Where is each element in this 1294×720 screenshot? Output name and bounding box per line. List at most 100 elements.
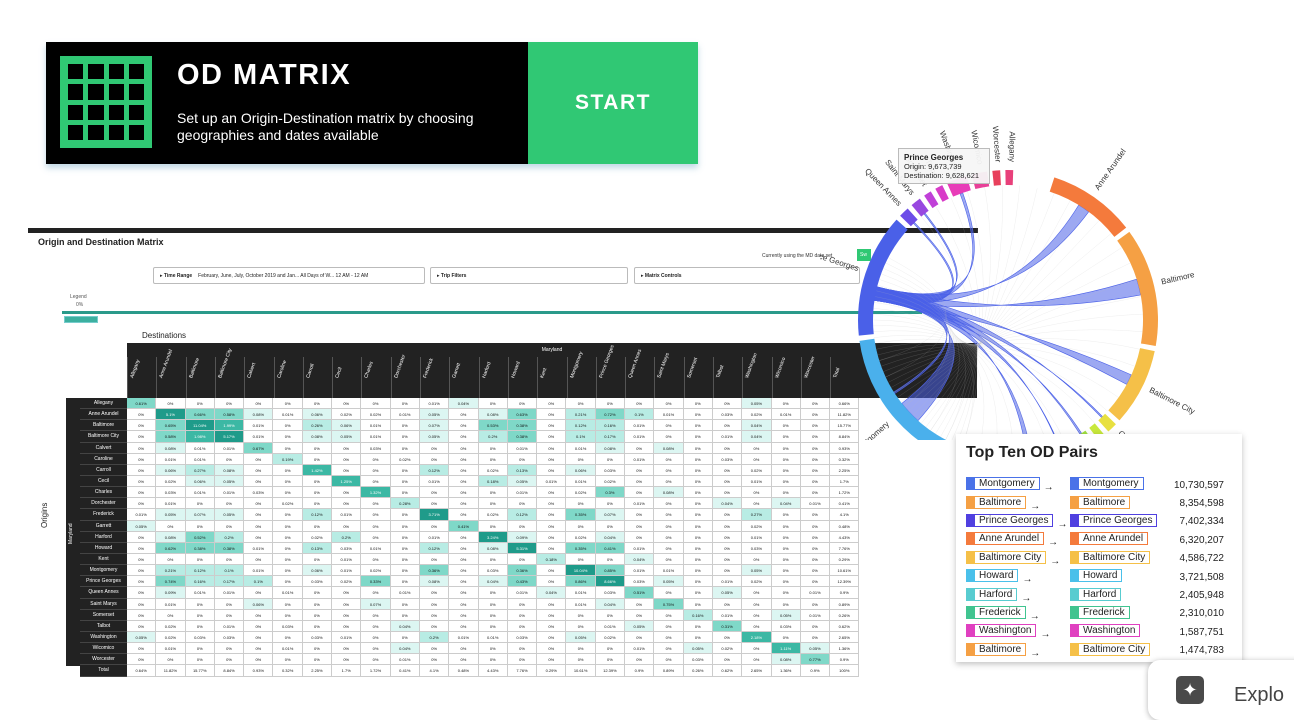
matrix-cell[interactable]: 0.62% bbox=[156, 542, 186, 554]
matrix-cell[interactable]: 0% bbox=[361, 587, 391, 599]
matrix-cell[interactable]: 0.12% bbox=[419, 542, 450, 554]
matrix-cell[interactable]: 0% bbox=[244, 631, 274, 644]
matrix-cell[interactable]: 0% bbox=[683, 487, 713, 499]
matrix-cell[interactable]: 0% bbox=[507, 398, 538, 410]
matrix-cell[interactable]: 0% bbox=[332, 609, 362, 621]
matrix-cell[interactable]: 0.16% bbox=[683, 609, 713, 621]
matrix-cell[interactable]: 1.11% bbox=[771, 643, 801, 655]
matrix-cell[interactable]: 3.24% bbox=[478, 531, 508, 543]
matrix-cell[interactable]: 0.77% bbox=[800, 654, 831, 666]
matrix-cell[interactable]: 0.1% bbox=[566, 431, 596, 443]
matrix-cell[interactable]: 0.75% bbox=[654, 598, 684, 610]
matrix-cell[interactable]: 0.04% bbox=[625, 553, 655, 566]
matrix-cell[interactable]: 0% bbox=[800, 453, 831, 465]
matrix-cell[interactable]: 0% bbox=[771, 598, 801, 610]
matrix-cell[interactable]: 11.04% bbox=[185, 420, 215, 432]
matrix-cell[interactable]: 0% bbox=[273, 475, 303, 488]
matrix-cell[interactable]: 0% bbox=[537, 464, 567, 476]
matrix-cell[interactable]: 0.18% bbox=[537, 553, 567, 566]
matrix-cell[interactable]: 0% bbox=[654, 420, 684, 432]
matrix-cell[interactable]: 0.08% bbox=[244, 409, 274, 421]
matrix-cell[interactable]: 0.08% bbox=[156, 442, 186, 454]
chord-arc[interactable] bbox=[1108, 348, 1155, 421]
matrix-cell[interactable]: 0.9% bbox=[800, 665, 831, 677]
matrix-cell[interactable]: 0.21% bbox=[566, 409, 596, 421]
matrix-cell[interactable]: 12.39% bbox=[830, 576, 860, 588]
matrix-cell[interactable]: 0.1% bbox=[214, 565, 245, 577]
matrix-cell[interactable]: 0.02% bbox=[595, 475, 626, 488]
matrix-cell[interactable]: 0% bbox=[449, 531, 479, 543]
matrix-cell[interactable]: 0% bbox=[566, 643, 596, 655]
matrix-cell[interactable]: 0% bbox=[127, 420, 157, 432]
matrix-cell[interactable]: 0.01% bbox=[595, 620, 626, 632]
matrix-cell[interactable]: 0.02% bbox=[302, 531, 333, 543]
matrix-cell[interactable]: 0% bbox=[449, 431, 479, 443]
matrix-cell[interactable]: 0% bbox=[507, 598, 538, 610]
chord-arc[interactable] bbox=[911, 198, 929, 217]
matrix-cell[interactable]: 0.03% bbox=[302, 631, 333, 644]
matrix-cell[interactable]: 0.05% bbox=[742, 565, 772, 577]
matrix-cell[interactable]: 0.02% bbox=[566, 531, 596, 543]
matrix-cell[interactable]: 0% bbox=[742, 587, 772, 599]
matrix-cell[interactable]: 0.53% bbox=[478, 420, 508, 432]
matrix-cell[interactable]: 0% bbox=[712, 420, 743, 432]
matrix-cell[interactable]: 0.01% bbox=[127, 509, 157, 521]
matrix-cell[interactable]: 0% bbox=[332, 442, 362, 454]
matrix-cell[interactable]: 0% bbox=[273, 398, 303, 410]
matrix-cell[interactable]: 0% bbox=[127, 587, 157, 599]
matrix-cell[interactable]: 0% bbox=[244, 609, 274, 621]
matrix-cell[interactable]: 3.71% bbox=[419, 509, 450, 521]
matrix-cell[interactable]: 0.48% bbox=[449, 665, 479, 677]
matrix-cell[interactable]: 0.1% bbox=[625, 409, 655, 421]
matrix-cell[interactable]: 0% bbox=[332, 643, 362, 655]
matrix-cell[interactable]: 0.2% bbox=[419, 631, 450, 644]
matrix-cell[interactable]: 0.03% bbox=[595, 464, 626, 476]
matrix-cell[interactable]: 0.05% bbox=[214, 509, 245, 521]
matrix-cell[interactable]: 0.05% bbox=[156, 509, 186, 521]
matrix-cell[interactable]: 0% bbox=[127, 431, 157, 443]
matrix-cell[interactable]: 0.01% bbox=[625, 643, 655, 655]
matrix-cell[interactable]: 0% bbox=[302, 609, 333, 621]
matrix-cell[interactable]: 0% bbox=[390, 631, 420, 644]
matrix-cell[interactable]: 0.17% bbox=[214, 576, 245, 588]
matrix-cell[interactable]: 0% bbox=[302, 620, 333, 632]
matrix-cell[interactable]: 0.3% bbox=[595, 487, 626, 499]
matrix-cell[interactable]: 8.84% bbox=[830, 431, 860, 443]
matrix-cell[interactable]: 0% bbox=[566, 620, 596, 632]
matrix-cell[interactable]: 2.25% bbox=[830, 464, 860, 476]
matrix-cell[interactable]: 0% bbox=[771, 631, 801, 644]
matrix-cell[interactable]: 0.16% bbox=[595, 420, 626, 432]
matrix-cell[interactable]: 0% bbox=[771, 553, 801, 566]
matrix-cell[interactable]: 0.06% bbox=[156, 464, 186, 476]
matrix-cell[interactable]: 0% bbox=[478, 654, 508, 666]
matrix-cell[interactable]: 0% bbox=[712, 520, 743, 532]
matrix-cell[interactable]: 0% bbox=[419, 487, 450, 499]
matrix-cell[interactable]: 0% bbox=[390, 398, 420, 410]
matrix-cell[interactable]: 0.01% bbox=[156, 598, 186, 610]
matrix-cell[interactable]: 0.01% bbox=[625, 498, 655, 510]
matrix-cell[interactable]: 0% bbox=[390, 520, 420, 532]
matrix-cell[interactable]: 8.66% bbox=[595, 576, 626, 588]
matrix-cell[interactable]: 0% bbox=[185, 398, 215, 410]
matrix-cell[interactable]: 0% bbox=[127, 487, 157, 499]
matrix-cell[interactable]: 0.16% bbox=[185, 576, 215, 588]
matrix-cell[interactable]: 0% bbox=[273, 609, 303, 621]
matrix-cell[interactable]: 0.01% bbox=[654, 409, 684, 421]
matrix-cell[interactable]: 0% bbox=[654, 398, 684, 410]
matrix-cell[interactable]: 0.09% bbox=[156, 587, 186, 599]
matrix-cell[interactable]: 0% bbox=[683, 398, 713, 410]
matrix-cell[interactable]: 0.03% bbox=[214, 631, 245, 644]
matrix-cell[interactable]: 0.61% bbox=[127, 398, 157, 410]
matrix-cell[interactable]: 0.06% bbox=[185, 475, 215, 488]
matrix-cell[interactable]: 5.1% bbox=[156, 409, 186, 421]
matrix-cell[interactable]: 0% bbox=[712, 654, 743, 666]
matrix-cell[interactable]: 0.01% bbox=[625, 420, 655, 432]
matrix-cell[interactable]: 0% bbox=[361, 553, 391, 566]
matrix-cell[interactable]: 0% bbox=[771, 531, 801, 543]
matrix-cell[interactable]: 0.01% bbox=[537, 475, 567, 488]
matrix-cell[interactable]: 0.01% bbox=[625, 453, 655, 465]
matrix-cell[interactable]: 0.08% bbox=[654, 487, 684, 499]
matrix-cell[interactable]: 0% bbox=[127, 576, 157, 588]
matrix-cell[interactable]: 0% bbox=[478, 587, 508, 599]
matrix-cell[interactable]: 0% bbox=[771, 587, 801, 599]
